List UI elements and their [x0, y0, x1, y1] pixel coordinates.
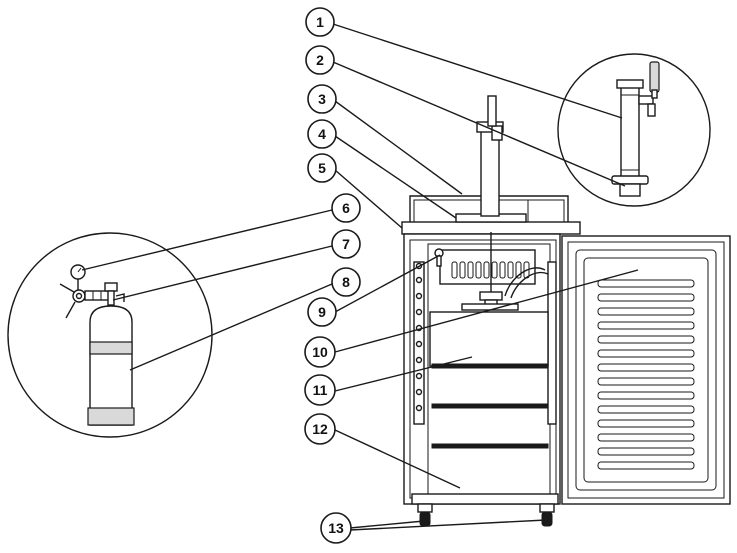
callout-10: 10 [304, 336, 336, 368]
thermostat-stem [436, 255, 442, 267]
callout-label: 7 [342, 236, 350, 252]
callout-label: 12 [312, 421, 328, 437]
callout-label: 9 [318, 304, 326, 320]
tower-assembly [409, 95, 569, 223]
shelf-3 [431, 443, 549, 449]
leader-lines [81, 23, 639, 531]
callout-11: 11 [304, 374, 336, 406]
co2-tank-band-top [89, 341, 133, 355]
detail-tap-handle [649, 61, 660, 93]
callout-label: 10 [312, 344, 328, 360]
callout-8: 8 [331, 267, 361, 297]
callout-5: 5 [307, 153, 337, 183]
detail-tower-column [620, 85, 640, 179]
co2-tank-base [87, 407, 135, 426]
callout-3: 3 [307, 84, 337, 114]
co2-tank [89, 305, 133, 426]
callout-6: 6 [331, 193, 361, 223]
callout-label: 5 [318, 160, 326, 176]
callout-label: 3 [318, 91, 326, 107]
callout-label: 13 [328, 520, 344, 536]
caster-right [539, 503, 555, 527]
callout-label: 1 [316, 14, 324, 30]
shelf-2 [431, 403, 549, 409]
detail-tower-cap [616, 79, 644, 89]
callout-label: 2 [316, 52, 324, 68]
tank-valve-knob [104, 282, 118, 292]
callout-4: 4 [307, 119, 337, 149]
callout-2: 2 [305, 45, 335, 75]
beer-line-hose [504, 267, 546, 297]
evaporator-fins [451, 261, 530, 279]
door-shelves [597, 279, 695, 470]
callout-label: 11 [313, 382, 328, 398]
detail-faucet-spout [647, 103, 656, 117]
callout-1: 1 [305, 7, 335, 37]
callout-label: 8 [342, 274, 350, 290]
shelf-1 [431, 363, 549, 369]
door-gasket [575, 249, 717, 491]
callout-12: 12 [304, 413, 336, 445]
door [561, 235, 731, 505]
door-panel [583, 257, 709, 483]
keg-coupler [479, 291, 503, 301]
detail-faucet [638, 95, 654, 105]
door-outer [561, 235, 731, 505]
co2-detail [7, 232, 213, 438]
callout-7: 7 [331, 229, 361, 259]
tap-handle [487, 95, 497, 127]
callout-label: 4 [318, 126, 326, 142]
tower-detail [557, 53, 711, 207]
tower-column [480, 129, 500, 217]
callout-label: 6 [342, 200, 350, 216]
right-rail [547, 261, 557, 425]
callout-13: 13 [320, 512, 352, 544]
regulator-outlet [84, 290, 110, 301]
callout-9: 9 [307, 297, 337, 327]
cabinet-base [411, 493, 559, 505]
caster-left [417, 503, 433, 527]
rail-knobs [415, 262, 423, 412]
keg-upper [429, 311, 549, 367]
cabinet [401, 221, 581, 527]
beer-line-hose-outer [510, 271, 549, 299]
detail-tower-shank [619, 183, 641, 197]
regulator-valve-handle [59, 283, 75, 293]
faucet-body [491, 125, 503, 141]
detail-tap-stem [651, 89, 658, 99]
door-frame [567, 241, 725, 499]
tank-valve [107, 290, 115, 306]
